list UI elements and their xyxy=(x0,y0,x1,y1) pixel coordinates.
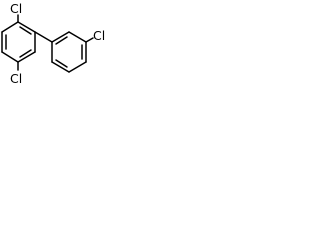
bond-left-ring-4 xyxy=(1,51,19,63)
right-ring xyxy=(51,31,87,73)
biaryl-bond xyxy=(34,31,53,43)
left-ring xyxy=(1,21,36,63)
bond-left-ring-1 xyxy=(17,21,36,33)
bond-right-ring-double-3 xyxy=(55,59,68,68)
atom-label-cl-top: Cl xyxy=(10,1,22,16)
bond-right-ring-5 xyxy=(51,61,70,73)
bond-cl-right xyxy=(85,37,94,43)
bond-right-ring-2 xyxy=(68,31,87,43)
bond-right-ring-4 xyxy=(68,61,87,73)
bond-right-ring-1 xyxy=(51,31,70,43)
bond-left-ring-3 xyxy=(17,51,36,63)
bond-left-ring-double-2 xyxy=(19,49,32,58)
bond-left-ring-6 xyxy=(1,21,19,33)
atom-label-cl-right: Cl xyxy=(93,28,105,43)
bond-left-ring-double-1 xyxy=(19,26,32,35)
atom-label-cl-bottom: Cl xyxy=(10,71,22,86)
bond-right-ring-double-1 xyxy=(55,36,68,45)
structure-diagram: Cl Cl Cl xyxy=(1,1,105,86)
